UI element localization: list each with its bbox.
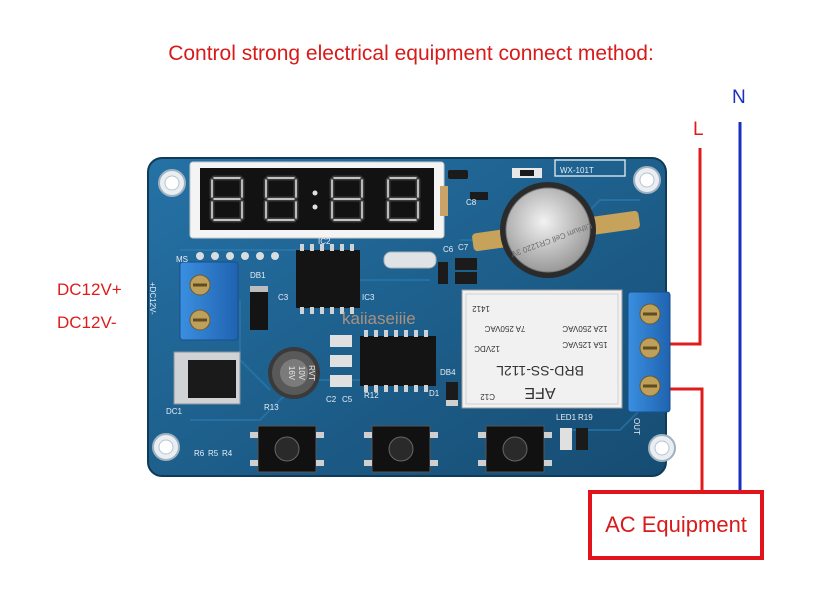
coin-cell-battery (472, 182, 640, 278)
equipment-wire (666, 387, 704, 492)
silk-r5: R5 (208, 449, 219, 458)
silk-out: OUT (632, 418, 641, 435)
diagram-title: Control strong electrical equipment conn… (168, 42, 654, 65)
relay-rating-1: 15A 125VAC (562, 340, 607, 349)
relay-brand: AFE (524, 384, 555, 401)
live-wire (666, 148, 702, 346)
relay-rating-2: 12A 250VAC (562, 324, 607, 333)
voltage-regulator (173, 351, 241, 405)
ic2 (296, 244, 360, 314)
power-silk: +DC12V- (148, 282, 157, 315)
model-label: WX-101T (560, 166, 594, 175)
output-terminal (627, 291, 671, 413)
silk-c7: C7 (458, 243, 469, 252)
relay-code: C12 (480, 392, 495, 401)
silk-c6: C6 (443, 245, 454, 254)
silk-r6: R6 (194, 449, 205, 458)
ic3 (360, 330, 436, 392)
silk-dc1: DC1 (166, 407, 183, 416)
silk-r19: R19 (578, 413, 593, 422)
silk-d1: D1 (429, 389, 440, 398)
silk-ic2: IC2 (318, 237, 331, 246)
live-label: L (693, 119, 704, 140)
relay-rating-3: 7A 250VAC (484, 324, 525, 333)
silk-c3: C3 (278, 293, 289, 302)
silk-c5: C5 (342, 395, 353, 404)
silk-r12: R12 (364, 391, 379, 400)
silk-db4: DB4 (440, 368, 456, 377)
ac-equipment-label: AC Equipment (605, 512, 747, 537)
relay-model: BRD-SS-112L (496, 363, 584, 379)
relay-lot: 1412 (472, 304, 490, 313)
silk-ic3: IC3 (362, 293, 375, 302)
dc-minus-label: DC12V- (57, 313, 117, 332)
electrolytic-capacitor (268, 347, 320, 399)
watermark: kaiiaseiiie (342, 309, 416, 328)
relay-coil: 12VDC (474, 344, 500, 353)
relay (461, 289, 623, 409)
crystal (383, 251, 437, 269)
silk-ms: MS (176, 255, 188, 264)
silk-r4: R4 (222, 449, 233, 458)
dc-plus-label: DC12V+ (57, 280, 122, 299)
silk-r13: R13 (264, 403, 279, 412)
neutral-label: N (732, 87, 746, 108)
cap-text-2: 16V (287, 366, 296, 381)
mounting-holes (152, 166, 676, 462)
push-buttons (250, 425, 552, 473)
silk-led1: LED1 (556, 413, 577, 422)
silk-db1: DB1 (250, 271, 266, 280)
ac-equipment-box: AC Equipment (588, 490, 764, 560)
diode-db1 (250, 286, 268, 330)
power-terminal (179, 261, 239, 341)
cap-text-1: 10V (297, 366, 306, 381)
cap-text-3: RVT (307, 365, 316, 381)
silk-c8: C8 (466, 198, 477, 207)
silk-c2: C2 (326, 395, 337, 404)
